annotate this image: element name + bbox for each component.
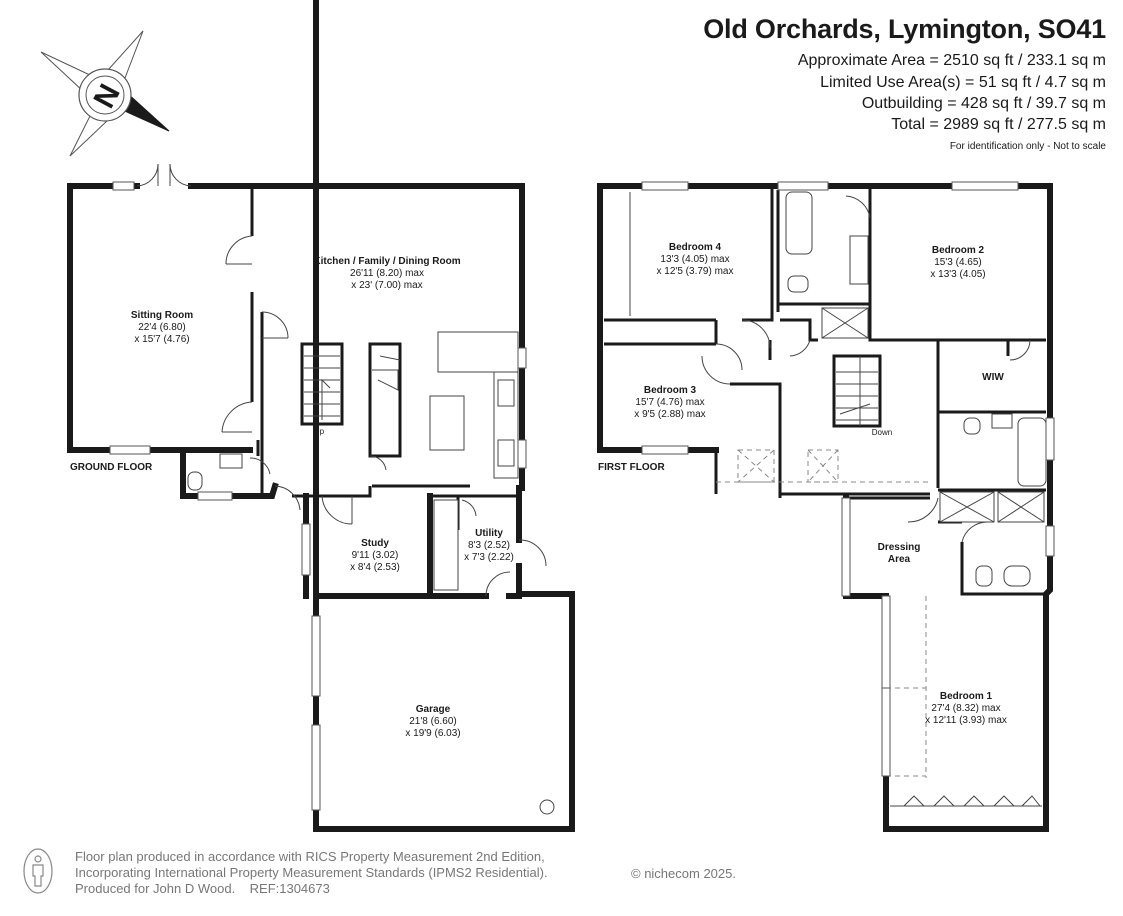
room-dressing: Dressing Area bbox=[878, 542, 921, 566]
room-study: Study 9'11 (3.02) x 8'4 (2.53) bbox=[350, 538, 400, 574]
room-dim: x 15'7 (4.76) bbox=[134, 334, 190, 345]
room-dim: x 8'4 (2.53) bbox=[350, 562, 400, 573]
room-dim: x 9'5 (2.88) max bbox=[634, 409, 706, 420]
room-sitting: Sitting Room 22'4 (6.80) x 15'7 (4.76) bbox=[131, 310, 193, 346]
limited-use-boundary bbox=[716, 449, 932, 778]
garage-drain-icon bbox=[539, 799, 555, 815]
room-name: Utility bbox=[475, 528, 503, 539]
room-name: WIW bbox=[982, 372, 1004, 383]
kitchen-fixtures bbox=[429, 331, 519, 591]
room-bedroom-4: Bedroom 4 13'3 (4.05) max x 12'5 (3.79) … bbox=[657, 242, 734, 278]
room-name: Bedroom 4 bbox=[668, 242, 722, 253]
person-scale-icon bbox=[23, 848, 53, 894]
room-dim: 27'4 (8.32) max bbox=[931, 703, 1001, 714]
limited-use-area: Limited Use Area(s) = 51 sq ft / 4.7 sq … bbox=[820, 74, 1106, 91]
footer-text: Floor plan produced in accordance with R… bbox=[75, 849, 548, 897]
room-bedroom-1: Bedroom 1 27'4 (8.32) max x 12'11 (3.93)… bbox=[925, 691, 1007, 727]
room-name: Garage bbox=[415, 704, 451, 715]
ground-doors bbox=[136, 163, 547, 597]
room-dim: x 19'9 (6.03) bbox=[405, 728, 461, 739]
ground-windows bbox=[109, 181, 527, 811]
room-dim: 8'3 (2.52) bbox=[468, 540, 510, 551]
first-floor-internal-walls bbox=[604, 186, 1046, 596]
room-dim: x 12'11 (3.93) max bbox=[925, 715, 1007, 726]
room-dim: 13'3 (4.05) max bbox=[660, 254, 730, 265]
ground-wc-fixtures bbox=[187, 453, 243, 491]
room-name: Bedroom 2 bbox=[931, 245, 985, 256]
room-garage: Garage 21'8 (6.60) x 19'9 (6.03) bbox=[405, 704, 460, 740]
page-title: Old Orchards, Lymington, SO41 bbox=[703, 14, 1106, 44]
ground-floor-internal-walls bbox=[250, 186, 516, 530]
first-bath-fixtures bbox=[785, 191, 1047, 587]
stairs-down-label: Down bbox=[871, 428, 893, 437]
room-dim: x 7'3 (2.22) bbox=[464, 552, 514, 563]
ground-floor-label: GROUND FLOOR bbox=[70, 462, 153, 473]
room-dim: 15'3 (4.65) bbox=[934, 257, 982, 268]
room-dim: 9'11 (3.02) bbox=[351, 550, 399, 561]
room-dim: x 13'3 (4.05) bbox=[930, 269, 986, 280]
outbuilding-area: Outbuilding = 428 sq ft / 39.7 sq m bbox=[861, 95, 1106, 112]
footer-line: Produced for John D Wood. REF:1304673 bbox=[75, 881, 330, 896]
room-dim: 15'7 (4.76) max bbox=[635, 397, 705, 408]
room-wiw: WIW bbox=[982, 372, 1004, 384]
room-name: Bedroom 3 bbox=[643, 385, 697, 396]
bedroom1-wardrobes bbox=[629, 192, 1042, 807]
first-stairs bbox=[836, 356, 878, 426]
brand-copyright: © nichecom 2025. bbox=[631, 866, 736, 881]
room-name: Study bbox=[361, 538, 389, 549]
compass-rose-icon: N bbox=[40, 30, 170, 157]
first-windows bbox=[641, 181, 1055, 777]
room-dim: 22'4 (6.80) bbox=[138, 322, 186, 333]
scale-note: For identification only - Not to scale bbox=[949, 141, 1106, 152]
ground-stairs bbox=[304, 355, 401, 420]
room-bedroom-2: Bedroom 2 15'3 (4.65) x 13'3 (4.05) bbox=[930, 245, 985, 281]
first-floor-label: FIRST FLOOR bbox=[598, 462, 665, 473]
room-name: Bedroom 1 bbox=[939, 691, 993, 702]
room-name-2: Area bbox=[887, 554, 911, 565]
room-dim: x 23' (7.00) max bbox=[351, 280, 423, 291]
room-bedroom-3: Bedroom 3 15'7 (4.76) max x 9'5 (2.88) m… bbox=[634, 385, 705, 421]
room-kitchen: Kitchen / Family / Dining Room 26'11 (8.… bbox=[313, 256, 460, 292]
room-dim: 21'8 (6.60) bbox=[409, 716, 457, 727]
room-name: Kitchen / Family / Dining Room bbox=[313, 256, 461, 267]
total-area: Total = 2989 sq ft / 277.5 sq m bbox=[891, 116, 1106, 133]
room-utility: Utility 8'3 (2.52) x 7'3 (2.22) bbox=[464, 528, 514, 564]
approximate-area: Approximate Area = 2510 sq ft / 233.1 sq… bbox=[797, 52, 1106, 69]
room-dim: x 12'5 (3.79) max bbox=[656, 266, 734, 277]
room-name: Sitting Room bbox=[130, 310, 194, 321]
stairs-up-label: Up bbox=[313, 427, 325, 436]
room-dim: 26'11 (8.20) max bbox=[350, 268, 424, 279]
first-doors bbox=[701, 195, 1031, 543]
footer-line: Incorporating International Property Mea… bbox=[75, 865, 548, 880]
footer-line: Floor plan produced in accordance with R… bbox=[75, 849, 545, 864]
room-name: Dressing bbox=[877, 542, 921, 553]
